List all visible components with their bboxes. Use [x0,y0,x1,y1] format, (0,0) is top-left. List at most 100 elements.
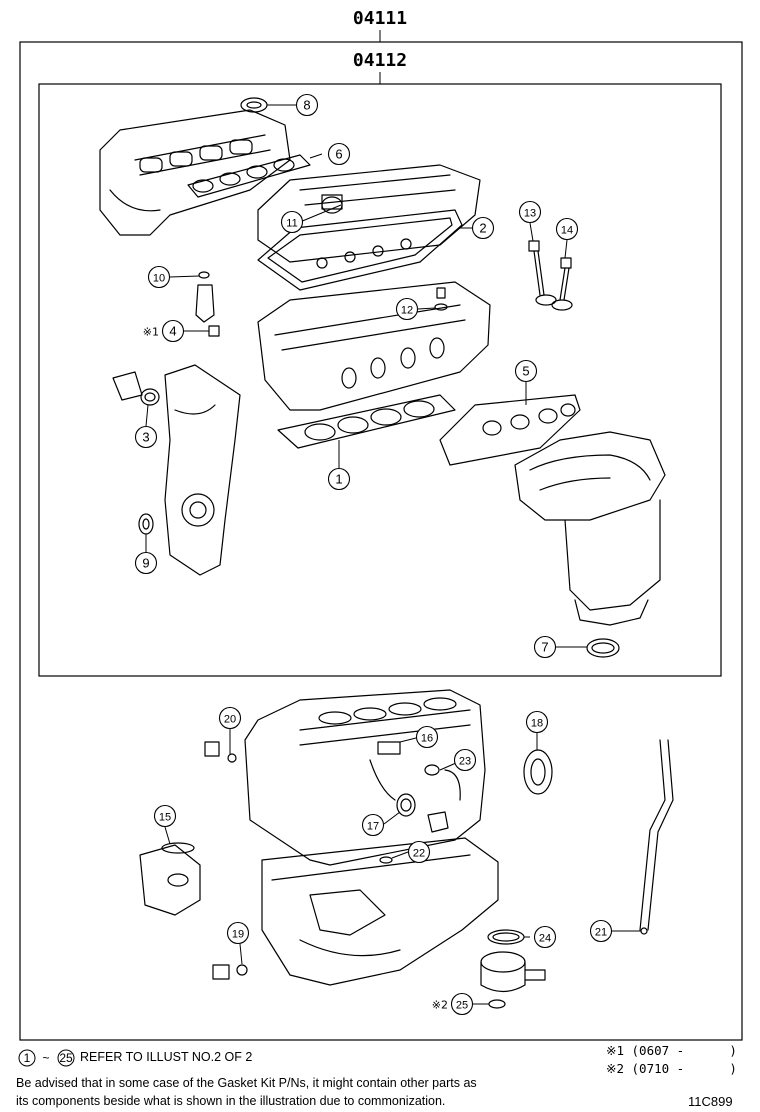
water-outlet-gasket-drawing [112,371,160,406]
callout-prefix: ※1 [143,326,159,339]
callout-circle [327,467,351,491]
oil-seal-17-drawing [396,793,449,833]
callout-circle [161,319,185,343]
callout-circle [471,216,495,240]
callout-number: 22 [413,848,425,860]
outer-kit-frame [19,41,743,1041]
callout-number: 4 [169,324,176,339]
callout-circle [407,840,431,864]
exhaust-manifold-drawing [514,431,666,626]
callout-circle [361,813,385,837]
callout-circle [518,200,542,224]
callout-number: 7 [541,640,548,655]
callout-circle [589,919,613,943]
callout-circle [147,265,171,289]
callout-number: 2 [479,221,486,236]
callout-circle [555,217,579,241]
callout-circle [134,425,158,449]
callout-22: 22 [407,840,431,864]
callout-circle [153,804,177,828]
callout-number: 1 [335,472,342,487]
oil-filter-drawing [480,929,546,1009]
inner-kit-frame [38,83,722,677]
callout-14: 14 [555,217,579,241]
callout-number: 6 [335,147,342,162]
range-start: 1 [24,1051,31,1065]
callout-circle [226,921,250,945]
callout-6: 6 [327,142,351,166]
oil-pump-drawing [139,842,201,916]
assembly-code-outer: 04111 [353,8,407,29]
plug-12-drawing [434,287,448,311]
callout-24: 24 [533,925,557,949]
cylinder-head-drawing [257,281,491,411]
callout-10: 10 [147,265,171,289]
callout-11: 11 [280,210,304,234]
callout-number: 12 [401,305,413,317]
callout-circle [280,210,304,234]
o-ring-22-drawing [379,856,393,864]
callout-15: 15 [153,804,177,828]
intake-manifold-gasket-drawing [187,154,311,198]
callout-number: 15 [159,812,171,824]
callout-circle [327,142,351,166]
callout-group: 1234※15678910111213141516171819202122232… [134,93,613,1016]
assembly-code-inner: 04112 [353,50,407,71]
callout-number: 21 [595,927,607,939]
callout-circle [295,93,319,117]
injector-seal-drawing [195,271,220,337]
callout-20: 20 [218,706,242,730]
callout-number: 17 [367,821,379,833]
callout-circle [415,725,439,749]
callout-circle [453,748,477,772]
cylinder-block-drawing [244,689,486,866]
rear-oil-seal-drawing [523,749,553,795]
callout-number: 23 [459,756,471,768]
callout-circle [525,710,549,734]
callout-18: 18 [525,710,549,734]
range-separator: ~ [42,1051,49,1065]
advice-line-2: its components beside what is shown in t… [16,1094,446,1108]
exhaust-manifold-gasket-drawing [439,394,581,466]
callout-number: 16 [421,733,433,745]
dipstick-guide-drawing [639,739,674,935]
callout-21: 21 [589,919,613,943]
gasket-23-drawing [424,764,461,801]
callout-circle [533,925,557,949]
callout-number: 20 [224,714,236,726]
callout-5: 5 [514,359,538,383]
callout-17: 17 [361,813,385,837]
range-note-circles [18,1049,75,1067]
leader-lines [145,104,641,1005]
callout-13: 13 [518,200,542,224]
callout-25: 25※2 [432,992,474,1016]
seal-ring-8-drawing [240,97,268,113]
advice-line-1: Be advised that in some case of the Gask… [16,1076,477,1090]
exhaust-ring-gasket-drawing [586,638,620,658]
drain-plug-19-drawing [212,964,248,980]
figure-code: 11C899 [688,1094,733,1109]
front-oil-seal-drawing [138,513,154,535]
oil-pan-drawing [261,837,499,986]
plug-20-drawing [204,741,237,763]
timing-chain-cover-drawing [164,364,241,576]
callout-16: 16 [415,725,439,749]
callout-23: 23 [453,748,477,772]
callout-circle [533,635,557,659]
callout-number: 14 [561,225,573,237]
callout-number: 5 [522,364,529,379]
callout-circle [450,992,474,1016]
gasket-16-drawing [377,741,401,755]
callout-4: 4 ※1 [143,319,185,343]
callout-number: 18 [531,718,543,730]
callout-number: 9 [142,556,149,571]
callout-circle [218,706,242,730]
callout-12: 12 [395,297,419,321]
cylinder-head-gasket-drawing [277,394,456,449]
callout-8: 8 [295,93,319,117]
callout-number: 25 [456,1000,468,1012]
callout-2: 2 [471,216,495,240]
callout-number: 19 [232,929,244,941]
intake-manifold-drawing [99,109,291,236]
